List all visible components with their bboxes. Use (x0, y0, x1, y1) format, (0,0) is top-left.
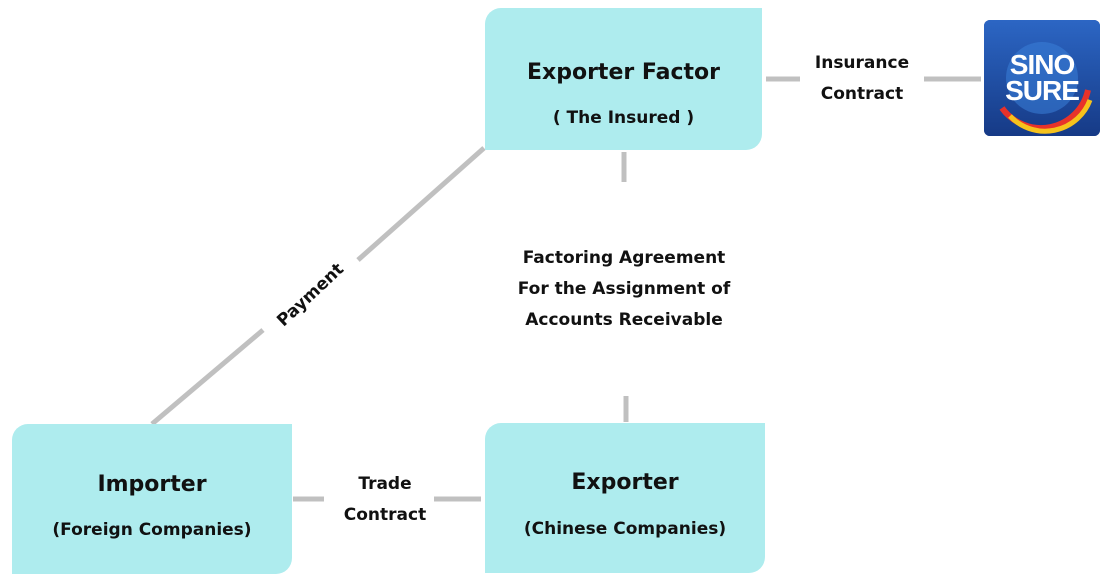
sinosure-logo: SINO SURE (984, 20, 1100, 136)
logo-text-line1: SINO (1009, 49, 1075, 80)
exporter-node: Exporter (Chinese Companies) (485, 423, 765, 573)
trade-label-line1: Trade (358, 474, 412, 494)
insurance-label-line1: Insurance (814, 53, 910, 73)
trade-contract-label: Trade Contract (336, 469, 434, 531)
payment-line-lower (150, 328, 265, 426)
importer-subtitle: (Foreign Companies) (52, 520, 252, 540)
payment-line-upper (356, 146, 486, 262)
importer-title: Importer (97, 472, 207, 497)
exporter-factor-title: Exporter Factor (527, 60, 720, 85)
insurance-label-line2: Contract (820, 84, 904, 104)
exporter-subtitle: (Chinese Companies) (523, 519, 727, 539)
exporter-factor-node: Exporter Factor ( The Insured ) (485, 8, 762, 150)
importer-node: Importer (Foreign Companies) (12, 424, 292, 574)
factoring-label-line3: Accounts Receivable (525, 310, 723, 330)
factoring-label-line1: Factoring Agreement (522, 248, 726, 268)
insurance-contract-label: Insurance Contract (806, 48, 918, 110)
logo-text-line2: SURE (1005, 75, 1080, 106)
factoring-agreement-label: Factoring Agreement For the Assignment o… (500, 243, 748, 336)
logo-graphic (984, 20, 1100, 136)
exporter-title: Exporter (571, 470, 679, 495)
factoring-label-line2: For the Assignment of (517, 279, 731, 299)
trade-label-line2: Contract (343, 505, 427, 525)
exporter-factor-subtitle: ( The Insured ) (552, 108, 695, 128)
